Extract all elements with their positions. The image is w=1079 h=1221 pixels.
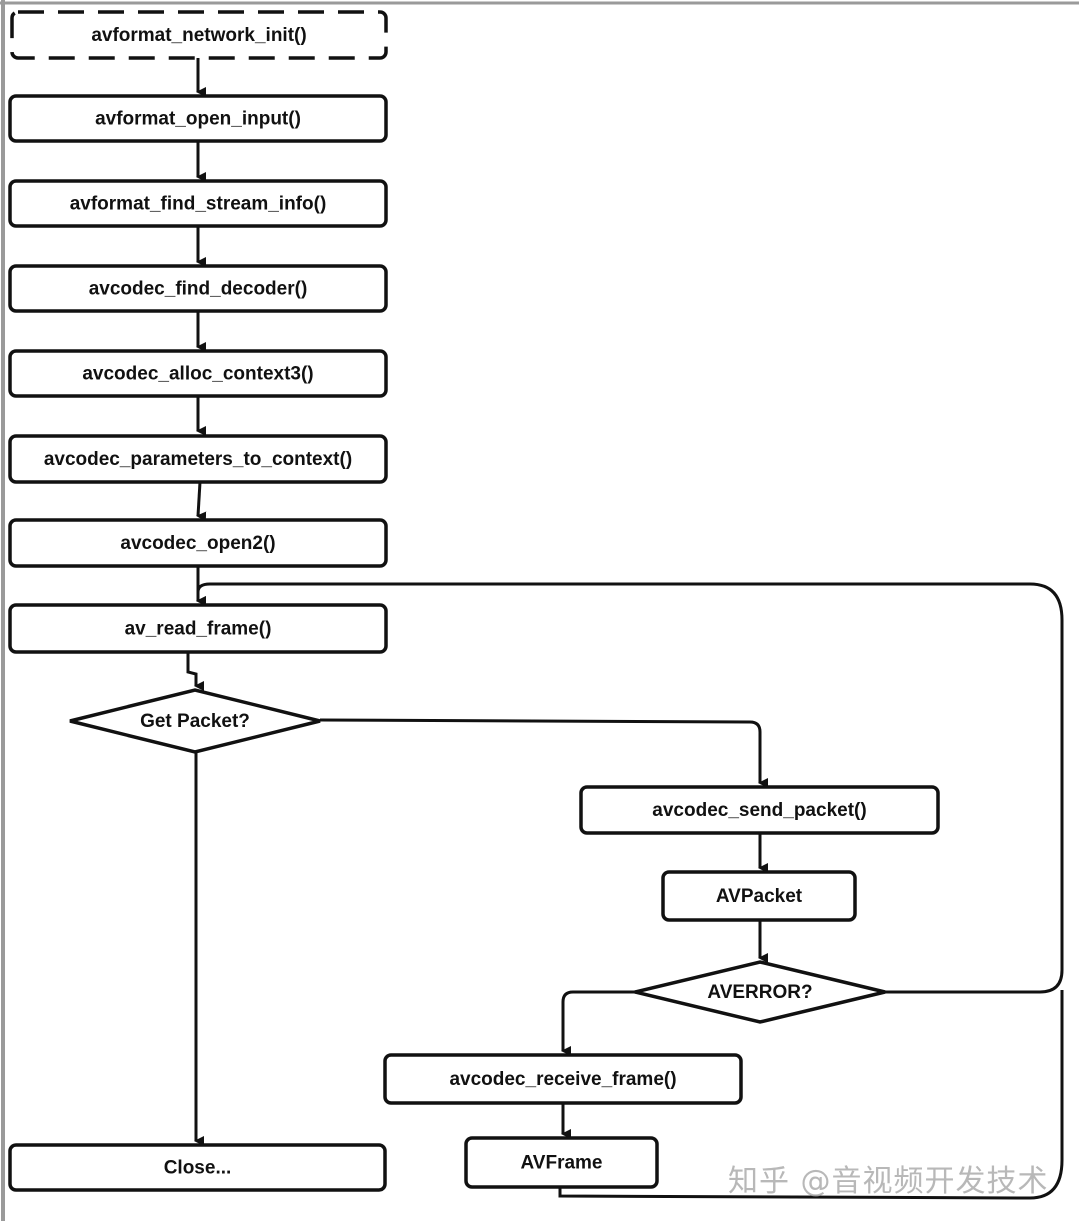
node-label: avcodec_alloc_context3() bbox=[82, 364, 313, 385]
node-read-frame: av_read_frame() bbox=[8, 603, 388, 654]
decision-diamond bbox=[69, 688, 321, 754]
node-receive-frame: avcodec_receive_frame() bbox=[383, 1053, 743, 1105]
node-avframe: AVFrame bbox=[464, 1136, 659, 1189]
arrow-params-to-open2 bbox=[196, 481, 207, 522]
node-find-stream-info: avformat_find_stream_info() bbox=[8, 179, 388, 228]
node-label: av_read_frame() bbox=[125, 619, 272, 640]
decision-diamond bbox=[634, 960, 886, 1024]
process-box bbox=[383, 1053, 743, 1105]
node-label: Close... bbox=[164, 1158, 232, 1179]
node-find-decoder: avcodec_find_decoder() bbox=[8, 264, 388, 313]
node-label: AVFrame bbox=[520, 1153, 602, 1174]
node-label: AVERROR? bbox=[707, 982, 812, 1003]
node-open-input: avformat_open_input() bbox=[8, 94, 388, 143]
watermark: 知乎 @音视频开发技术 bbox=[728, 1164, 1049, 1199]
node-parameters-to-context: avcodec_parameters_to_context() bbox=[8, 434, 388, 484]
node-label: Get Packet? bbox=[140, 711, 250, 732]
arrow-read-frame-to-get-packet bbox=[186, 652, 204, 691]
node-label: avformat_open_input() bbox=[95, 109, 301, 130]
process-box bbox=[8, 1143, 387, 1192]
process-box bbox=[8, 264, 388, 313]
arrow-averror-loop-back bbox=[196, 582, 1064, 994]
node-send-packet: avcodec_send_packet() bbox=[579, 785, 940, 835]
node-label: avcodec_send_packet() bbox=[652, 800, 866, 821]
process-box bbox=[661, 870, 857, 922]
node-label: avformat_network_init() bbox=[91, 25, 306, 46]
node-close: Close... bbox=[8, 1143, 387, 1192]
process-box bbox=[464, 1136, 659, 1189]
node-alloc-context3: avcodec_alloc_context3() bbox=[8, 349, 388, 398]
line-avframe-loop-back bbox=[558, 990, 1064, 1200]
node-label: avcodec_receive_frame() bbox=[449, 1069, 676, 1090]
node-get-packet: Get Packet? bbox=[69, 688, 321, 754]
process-box bbox=[8, 603, 388, 654]
node-network-init: avformat_network_init() bbox=[10, 10, 388, 60]
node-label: avcodec_open2() bbox=[120, 533, 275, 554]
process-box bbox=[8, 518, 388, 568]
node-label: avformat_find_stream_info() bbox=[70, 194, 327, 215]
node-averror: AVERROR? bbox=[634, 960, 886, 1024]
node-avpacket: AVPacket bbox=[661, 870, 857, 922]
arrow-get-packet-yes bbox=[319, 718, 768, 788]
process-box bbox=[8, 179, 388, 228]
process-box bbox=[8, 94, 388, 143]
arrow-averror-to-receive bbox=[561, 990, 635, 1056]
process-box bbox=[8, 349, 388, 398]
node-label: avcodec_find_decoder() bbox=[89, 279, 308, 300]
node-label: avcodec_parameters_to_context() bbox=[44, 449, 352, 470]
process-box bbox=[8, 434, 388, 484]
node-open2: avcodec_open2() bbox=[8, 518, 388, 568]
node-label: AVPacket bbox=[716, 886, 803, 907]
process-box bbox=[10, 10, 388, 60]
process-box bbox=[579, 785, 940, 835]
